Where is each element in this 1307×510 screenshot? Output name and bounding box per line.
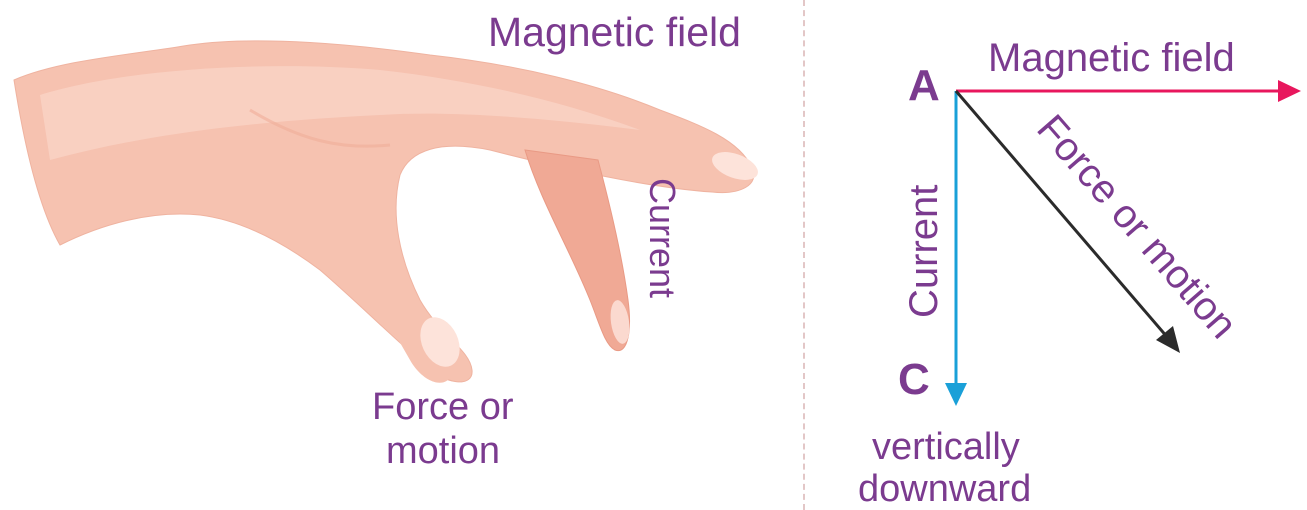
- point-c-label: C: [898, 358, 930, 402]
- right-magnetic-field-label: Magnetic field: [988, 38, 1235, 78]
- point-a-label: A: [908, 64, 940, 108]
- right-current-label: Current: [904, 185, 944, 318]
- current-arrowhead: [945, 383, 967, 406]
- direction-label-line1: vertically: [872, 428, 1020, 466]
- magnetic-field-arrowhead: [1278, 80, 1301, 102]
- direction-label-line2: downward: [858, 470, 1031, 508]
